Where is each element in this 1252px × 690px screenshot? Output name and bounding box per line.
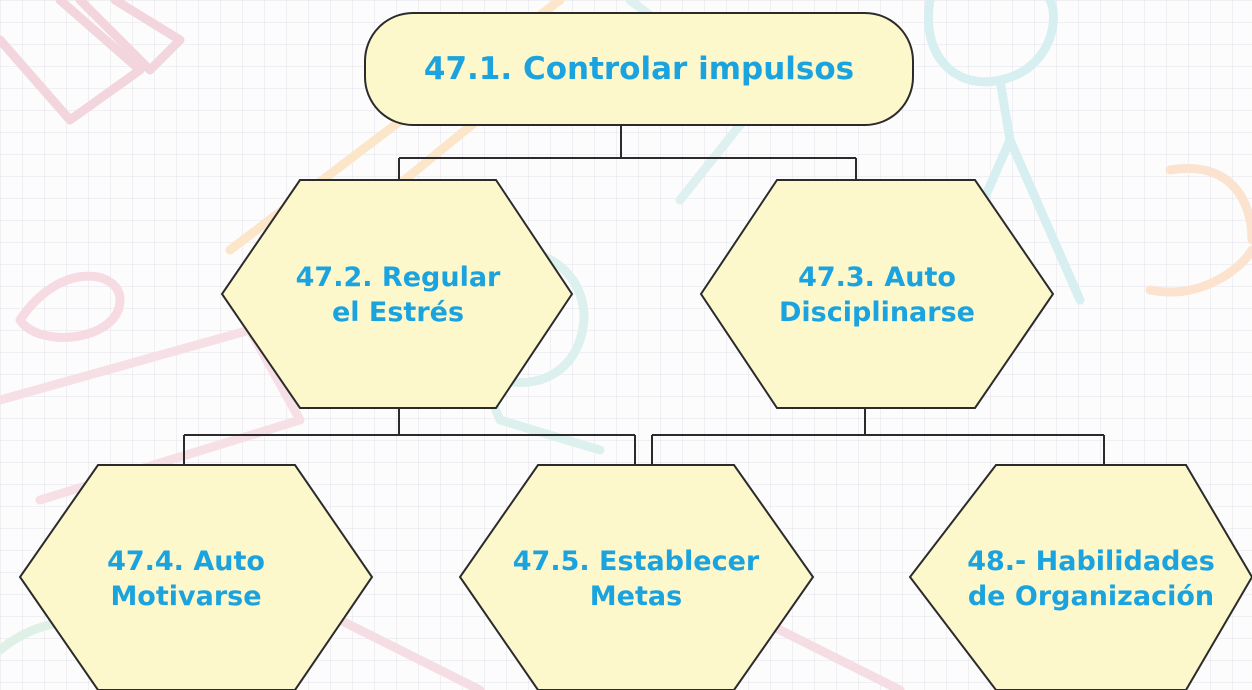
hexagon-habilidades-organizacion	[908, 464, 1252, 690]
establecer-metas-label: 47.5. Establecer Metas	[512, 545, 760, 612]
root-node-shape	[364, 12, 914, 126]
nodes	[18, 12, 1252, 690]
hexagon-regular-estres	[220, 179, 574, 409]
connector-disciplinarse-to-children	[651, 408, 1105, 465]
root-node-label: 47.1. Controlar impulsos	[423, 50, 855, 87]
auto-motivarse-label: 47.4. Auto Motivarse	[107, 545, 265, 612]
figure-head-doodle	[924, 0, 1058, 87]
connectors	[183, 125, 1105, 465]
ruler-doodle	[0, 325, 305, 505]
curve-doodle-right	[1145, 164, 1252, 297]
hexagon-auto-disciplinarse	[699, 179, 1055, 409]
hexagon-auto-motivarse	[18, 464, 374, 690]
pencil-doodle-left	[0, 0, 145, 125]
ring-doodle	[15, 271, 125, 342]
pencil-tip-doodle	[75, 0, 185, 75]
habilidades-organizacion-label: 48.- Habilidades de Organización	[967, 545, 1215, 612]
hexagon-establecer-metas	[458, 464, 815, 690]
connector-root-to-level2	[398, 125, 857, 180]
auto-disciplinarse-label: 47.3. Auto Disciplinarse	[779, 261, 975, 328]
connector-regular-to-children	[183, 408, 636, 465]
regular-estres-label: 47.2. Regular el Estrés	[295, 261, 501, 328]
